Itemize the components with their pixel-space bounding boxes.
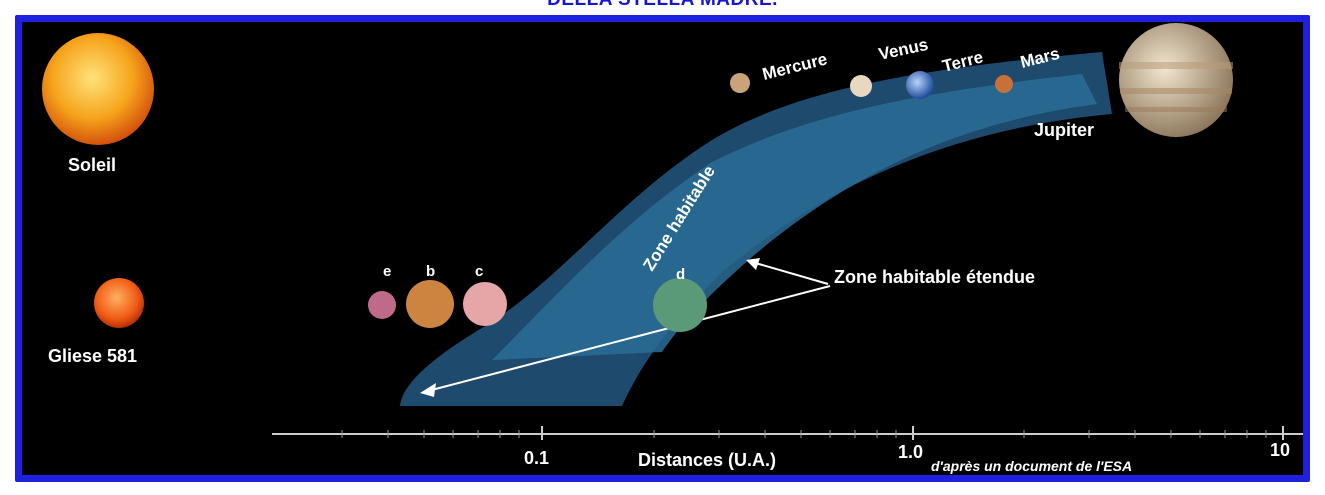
distance-axis [272,426,1303,440]
label-soleil: Soleil [68,155,116,175]
habitable-zone-band [492,74,1097,360]
axis-tick-10: 10 [1270,440,1290,460]
label-venus: Venus [877,35,930,64]
planet-jupiter [1119,23,1233,137]
page-heading: DELLA STELLA MADRE. [0,0,1325,10]
gliese-581-star [94,278,144,328]
axis-tick-1-0: 1.0 [898,442,923,462]
label-jupiter: Jupiter [1034,120,1094,140]
planet-terre [906,71,934,99]
planet-gliese-c [463,282,507,326]
planet-mars [995,75,1013,93]
label-zone-habitable-etendue: Zone habitable étendue [834,267,1035,287]
extended-zone-arrow-long [423,285,831,393]
planet-gliese-e [368,291,396,319]
axis-tick-0-1: 0.1 [524,448,549,468]
planet-venus [850,75,872,97]
habitable-zone-diagram: Soleil Gliese 581 Mercure Venus Terre Ma… [42,23,1303,474]
arrowhead-long [420,383,436,397]
credit-note: d'après un document de l'ESA [931,458,1132,474]
label-gliese-d: d [676,266,685,283]
label-gliese-c: c [475,263,483,280]
label-mercure: Mercure [760,49,829,83]
blue-frame: Soleil Gliese 581 Mercure Venus Terre Ma… [15,15,1310,482]
label-gliese-e: e [383,263,391,280]
label-gliese-581: Gliese 581 [48,346,137,366]
axis-title: Distances (U.A.) [638,450,776,470]
label-gliese-b: b [426,263,435,280]
planet-gliese-b [406,280,454,328]
extended-zone-arrow-short [751,261,829,285]
sun-star [42,33,154,145]
planet-gliese-d [653,278,707,332]
planet-mercure [730,73,750,93]
arrowhead-short [746,258,760,270]
diagram-panel: Soleil Gliese 581 Mercure Venus Terre Ma… [22,22,1303,475]
